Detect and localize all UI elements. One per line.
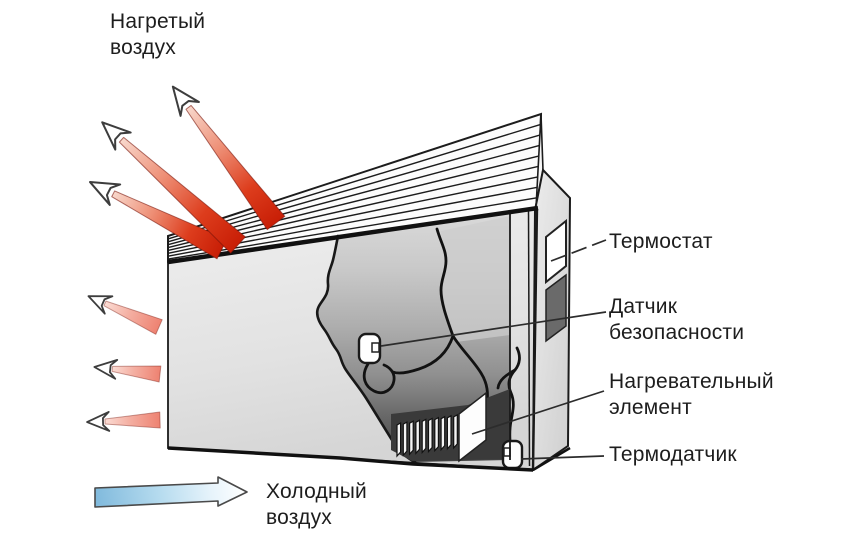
arrowhead-icon — [87, 295, 114, 315]
heating-element-plate — [458, 391, 487, 463]
frame-lines — [167, 205, 571, 472]
cutaway — [315, 212, 524, 470]
label-heating-element: Нагревательный элемент — [609, 370, 774, 419]
panel-top-edge — [167, 205, 539, 265]
arrowhead-icon — [86, 411, 111, 432]
leader-thermo-sensor — [520, 455, 605, 460]
warm-air-arrow — [93, 358, 162, 383]
control-slot — [545, 273, 567, 343]
arrowhead-icon — [93, 358, 119, 380]
label-thermostat: Термостат — [609, 230, 713, 253]
thermo-sensor-shape — [501, 439, 524, 470]
label-safety-sensor: Датчик безопасности — [609, 295, 745, 344]
arrowhead-icon — [89, 181, 122, 206]
thermostat-window — [545, 218, 567, 285]
leader-thermostat — [550, 239, 607, 262]
side-bottom-edge — [532, 446, 571, 472]
arrowhead-icon — [171, 85, 200, 117]
leader-safety-sensor — [380, 311, 607, 347]
label-cold-air: Холодный воздух — [266, 480, 367, 529]
hot-air-arrows — [89, 85, 286, 260]
leader-heating-element — [471, 390, 605, 435]
heating-element — [391, 389, 510, 463]
hot-air-arrow — [171, 85, 286, 231]
warm-air-arrow — [87, 295, 163, 335]
label-thermo-sensor: Термодатчик — [609, 443, 737, 466]
inner-back-wall — [441, 216, 510, 342]
panel-bottom-edge — [167, 446, 534, 472]
safety-sensor-shape — [357, 332, 382, 365]
cold-air-arrow — [94, 476, 248, 508]
arrowhead-icon — [101, 121, 132, 151]
leader-lines — [380, 239, 607, 460]
torn-edge — [315, 234, 417, 464]
warm-air-arrows — [86, 295, 163, 432]
label-heated-air: Нагретый воздух — [110, 10, 206, 59]
warm-air-arrow — [86, 411, 161, 432]
hot-air-arrow — [101, 121, 246, 254]
hot-air-arrow — [89, 181, 228, 260]
